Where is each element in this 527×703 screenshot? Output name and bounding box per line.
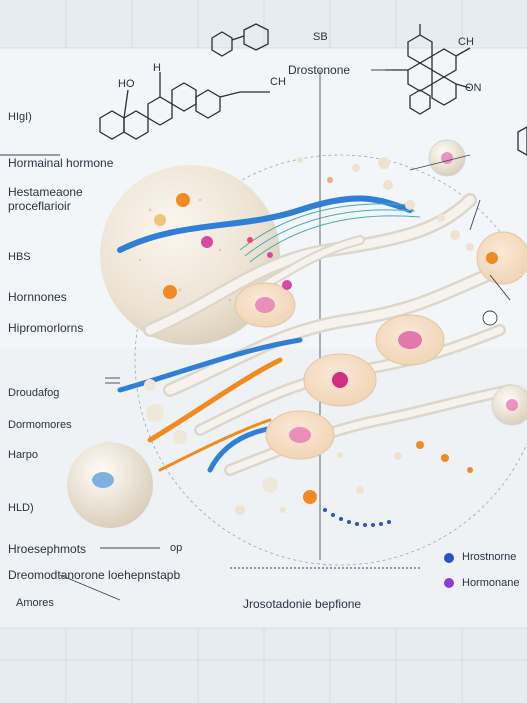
label-left-9: Harpo — [8, 449, 38, 461]
leader-lines — [0, 69, 511, 601]
label-left-11: Hroesephmots — [8, 542, 87, 556]
label-left-6: Hipromorlorns — [8, 321, 84, 335]
label-left-3a: Hestameaone — [8, 185, 83, 199]
label-h-left: H — [153, 62, 161, 74]
orbit-ring — [134, 154, 527, 566]
legend-dot-2 — [444, 578, 454, 588]
label-left-10: HLD) — [8, 502, 34, 514]
label-bottom-center: Jrosotadonie bepfione — [243, 597, 362, 611]
label-top-center: Drostonone — [288, 63, 351, 77]
legend-label-1: Hrostnorne — [462, 551, 517, 563]
label-ho-left: HO — [118, 78, 135, 90]
blue-fiber-top — [117, 195, 413, 253]
blue-dot-arc — [323, 508, 391, 527]
label-on-right: ON — [465, 82, 482, 94]
molecule-structure-top — [211, 23, 269, 57]
orange-fiber-thin — [158, 418, 272, 472]
molecule-fragment-edge — [517, 126, 527, 156]
label-left-12: Dreomodtanorone loehepnstapb — [8, 568, 181, 582]
neuron-cells — [234, 282, 445, 460]
label-left-2: Hormainal hormone — [8, 156, 114, 170]
orange-fiber — [147, 357, 283, 443]
marker-circle — [482, 310, 498, 326]
particles — [144, 157, 474, 515]
molecule-structure-right — [385, 24, 471, 115]
label-left-1: HIgI) — [8, 111, 32, 123]
blue-fiber-mid — [117, 337, 303, 393]
label-left-4: HBS — [8, 251, 31, 263]
molecule-structure-left — [99, 72, 270, 140]
legend-label-2: Hormonane — [462, 577, 520, 589]
label-top-small: SB — [313, 31, 328, 43]
label-left-13: Amores — [16, 597, 54, 609]
label-left-8: Dormomores — [8, 419, 72, 431]
label-left-5: Hornnones — [8, 290, 67, 304]
sphere-core — [92, 472, 114, 488]
label-left-7: Droudafog — [8, 387, 60, 399]
orbit-cell-right — [476, 231, 527, 285]
label-left-3b: proceflarioir — [8, 199, 71, 213]
label-left-11-suffix: op — [170, 542, 183, 554]
label-ch-mid: CH — [270, 76, 286, 88]
legend-dot-1 — [444, 553, 454, 563]
teal-strands — [239, 203, 411, 251]
label-ch-right: CH — [458, 36, 474, 48]
